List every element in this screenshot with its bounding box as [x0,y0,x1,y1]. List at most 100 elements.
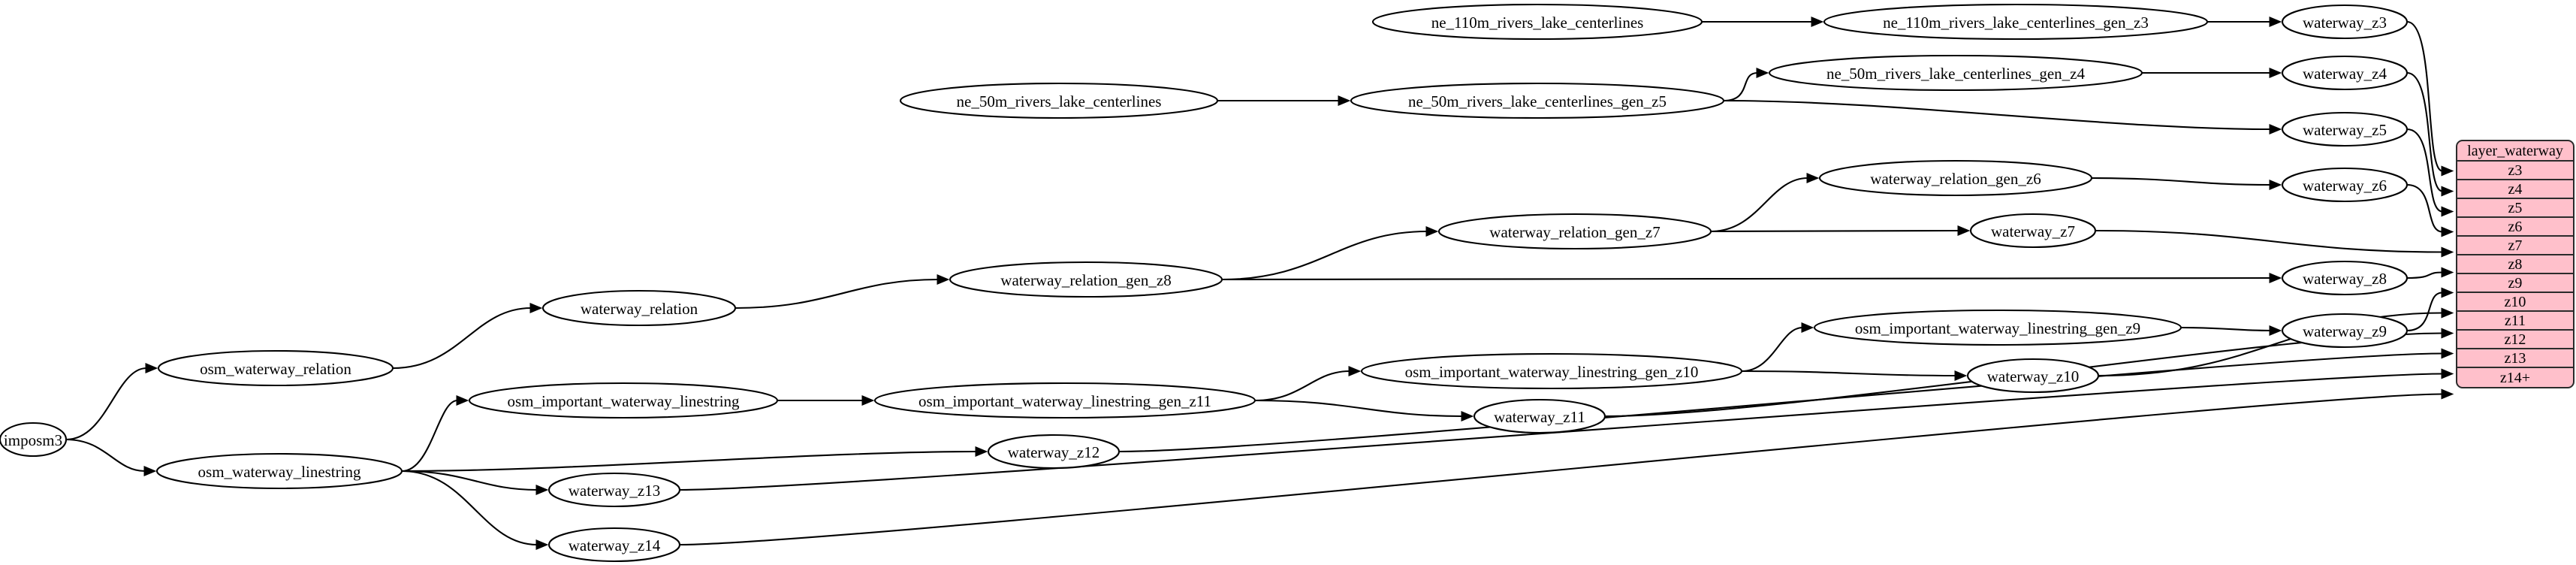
node-waterway_z14[interactable]: waterway_z14 [547,527,681,563]
node-ne_110m_rivers_lake_centerlines_gen_z3[interactable]: ne_110m_rivers_lake_centerlines_gen_z3 [1823,3,2209,41]
node-osm_important_waterway_linestring_gen_z10[interactable]: osm_important_waterway_linestring_gen_z1… [1360,352,1743,390]
node-waterway_relation_gen_z6[interactable]: waterway_relation_gen_z6 [1818,159,2093,197]
node-waterway_relation_gen_z7[interactable]: waterway_relation_gen_z7 [1437,213,1712,250]
node-waterway_z11[interactable]: waterway_z11 [1473,398,1606,434]
layer-row-z12[interactable]: z12 [2457,331,2573,349]
node-osm_waterway_relation[interactable]: osm_waterway_relation [157,349,394,387]
node-shape [2281,313,2409,349]
node-waterway_relation_gen_z8[interactable]: waterway_relation_gen_z8 [949,261,1223,298]
node-shape [1966,358,2100,394]
node-waterway_z13[interactable]: waterway_z13 [547,472,681,508]
node-shape [1969,213,2097,249]
edge-arrowhead [2269,17,2282,27]
edge-arrowhead [535,485,549,495]
edge-osm_important_waterway_linestring_gen_z11--to--waterway_z11 [1254,399,1463,418]
edge-waterway_z14--to--layer_waterway.z14+ [679,393,2443,546]
node-imposm3[interactable]: imposm3 [0,421,68,458]
edge-imposm3--to--osm_waterway_linestring [65,438,146,473]
node-shape [547,472,681,508]
node-shape [547,527,681,563]
node-label: ne_50m_rivers_lake_centerlines_gen_z5 [1408,92,1667,110]
edge-arrowhead [529,303,543,313]
node-ne_50m_rivers_lake_centerlines[interactable]: ne_50m_rivers_lake_centerlines [899,82,1219,119]
node-osm_waterway_linestring[interactable]: osm_waterway_linestring [155,452,403,490]
edge-waterway_z12--to--layer_waterway.z12 [1118,352,2443,453]
node-waterway_z7[interactable]: waterway_z7 [1969,213,2097,249]
edges-layer [65,17,2454,550]
edge-arrowhead [1806,173,1820,183]
layer-waterway-title: layer_waterway [2457,141,2573,162]
edge-waterway_z8--to--layer_waterway.z8 [2406,271,2443,279]
node-waterway_z3[interactable]: waterway_z3 [2281,4,2409,40]
node-shape [873,382,1256,419]
edge-arrowhead [861,395,875,406]
layer-row-z3[interactable]: z3 [2457,162,2573,180]
node-shape [987,434,1121,470]
node-waterway_z9[interactable]: waterway_z9 [2281,313,2409,349]
layer-row-z13[interactable]: z13 [2457,349,2573,368]
edge-arrowhead [1954,370,1968,381]
edge-arrowhead [2269,273,2282,283]
node-shape [468,382,779,419]
node-label: osm_important_waterway_linestring [507,392,740,410]
node-shape [155,452,403,490]
node-label: ne_50m_rivers_lake_centerlines [957,92,1162,110]
node-shape [1437,213,1712,250]
edge-osm_important_waterway_linestring_gen_z10--to--osm_important_waterway_linestring_gen_z9 [1741,326,1803,373]
edge-waterway_z7--to--layer_waterway.z7 [2095,229,2443,253]
edge-arrowhead [2441,348,2454,359]
node-shape [1360,352,1743,390]
layer-row-z5[interactable]: z5 [2457,199,2573,218]
node-shape [0,421,68,458]
node-shape [1813,309,2182,346]
edge-arrowhead [2441,226,2454,237]
edge-arrowhead [937,274,950,285]
node-ne_50m_rivers_lake_centerlines_gen_z5[interactable]: ne_50m_rivers_lake_centerlines_gen_z5 [1350,82,1725,119]
node-shape [1768,54,2143,92]
node-label: osm_important_waterway_linestring_gen_z1… [1405,363,1699,381]
edge-waterway_z6--to--layer_waterway.z6 [2406,183,2443,233]
edge-osm_waterway_relation--to--waterway_relation [392,307,532,370]
edge-arrowhead [975,446,988,457]
edge-osm_important_waterway_linestring_gen_z9--to--waterway_z9 [2180,326,2271,332]
node-label: osm_waterway_relation [200,360,351,378]
edge-waterway_relation_gen_z6--to--waterway_z6 [2091,177,2271,186]
node-ne_50m_rivers_lake_centerlines_gen_z4[interactable]: ne_50m_rivers_lake_centerlines_gen_z4 [1768,54,2143,92]
node-label: osm_important_waterway_linestring_gen_z1… [918,392,1211,410]
edge-ne_50m_rivers_lake_centerlines_gen_z5--to--waterway_z5 [1723,99,2271,131]
layer-row-z10[interactable]: z10 [2457,293,2573,312]
edge-waterway_relation_gen_z8--to--waterway_relation_gen_z7 [1221,230,1428,281]
node-waterway_z12[interactable]: waterway_z12 [987,434,1121,470]
node-waterway_z6[interactable]: waterway_z6 [2281,167,2409,203]
layer-row-z6[interactable]: z6 [2457,218,2573,237]
edge-waterway_z4--to--layer_waterway.z4 [2406,71,2443,192]
layer-row-z11[interactable]: z11 [2457,312,2573,331]
node-waterway_z4[interactable]: waterway_z4 [2281,55,2409,91]
node-label: osm_important_waterway_linestring_gen_z9 [1855,319,2140,337]
node-label: imposm3 [4,431,62,449]
node-osm_important_waterway_linestring_gen_z9[interactable]: osm_important_waterway_linestring_gen_z9 [1813,309,2182,346]
node-osm_important_waterway_linestring_gen_z11[interactable]: osm_important_waterway_linestring_gen_z1… [873,382,1256,419]
layer-row-z7[interactable]: z7 [2457,237,2573,255]
edge-waterway_z5--to--layer_waterway.z5 [2406,128,2443,213]
node-waterway_relation[interactable]: waterway_relation [541,289,737,327]
layer-row-z14plus[interactable]: z14+ [2499,369,2531,386]
node-label: waterway_relation [581,300,698,318]
node-shape [2281,167,2409,203]
node-osm_important_waterway_linestring[interactable]: osm_important_waterway_linestring [468,382,779,419]
edge-arrowhead [2441,206,2454,217]
edge-osm_waterway_linestring--to--osm_important_waterway_linestring [401,399,458,473]
node-waterway_z10[interactable]: waterway_z10 [1966,358,2100,394]
layer-row-z9[interactable]: z9 [2457,274,2573,293]
node-ne_110m_rivers_lake_centerlines[interactable]: ne_110m_rivers_lake_centerlines [1371,3,1703,41]
node-waterway_z5[interactable]: waterway_z5 [2281,111,2409,147]
node-waterway_z8[interactable]: waterway_z8 [2281,260,2409,296]
layer-row-z4[interactable]: z4 [2457,180,2573,199]
node-label: ne_110m_rivers_lake_centerlines [1431,14,1644,32]
node-shape [1823,3,2209,41]
edge-arrowhead [2441,287,2454,298]
layer-row-z8[interactable]: z8 [2457,255,2573,274]
